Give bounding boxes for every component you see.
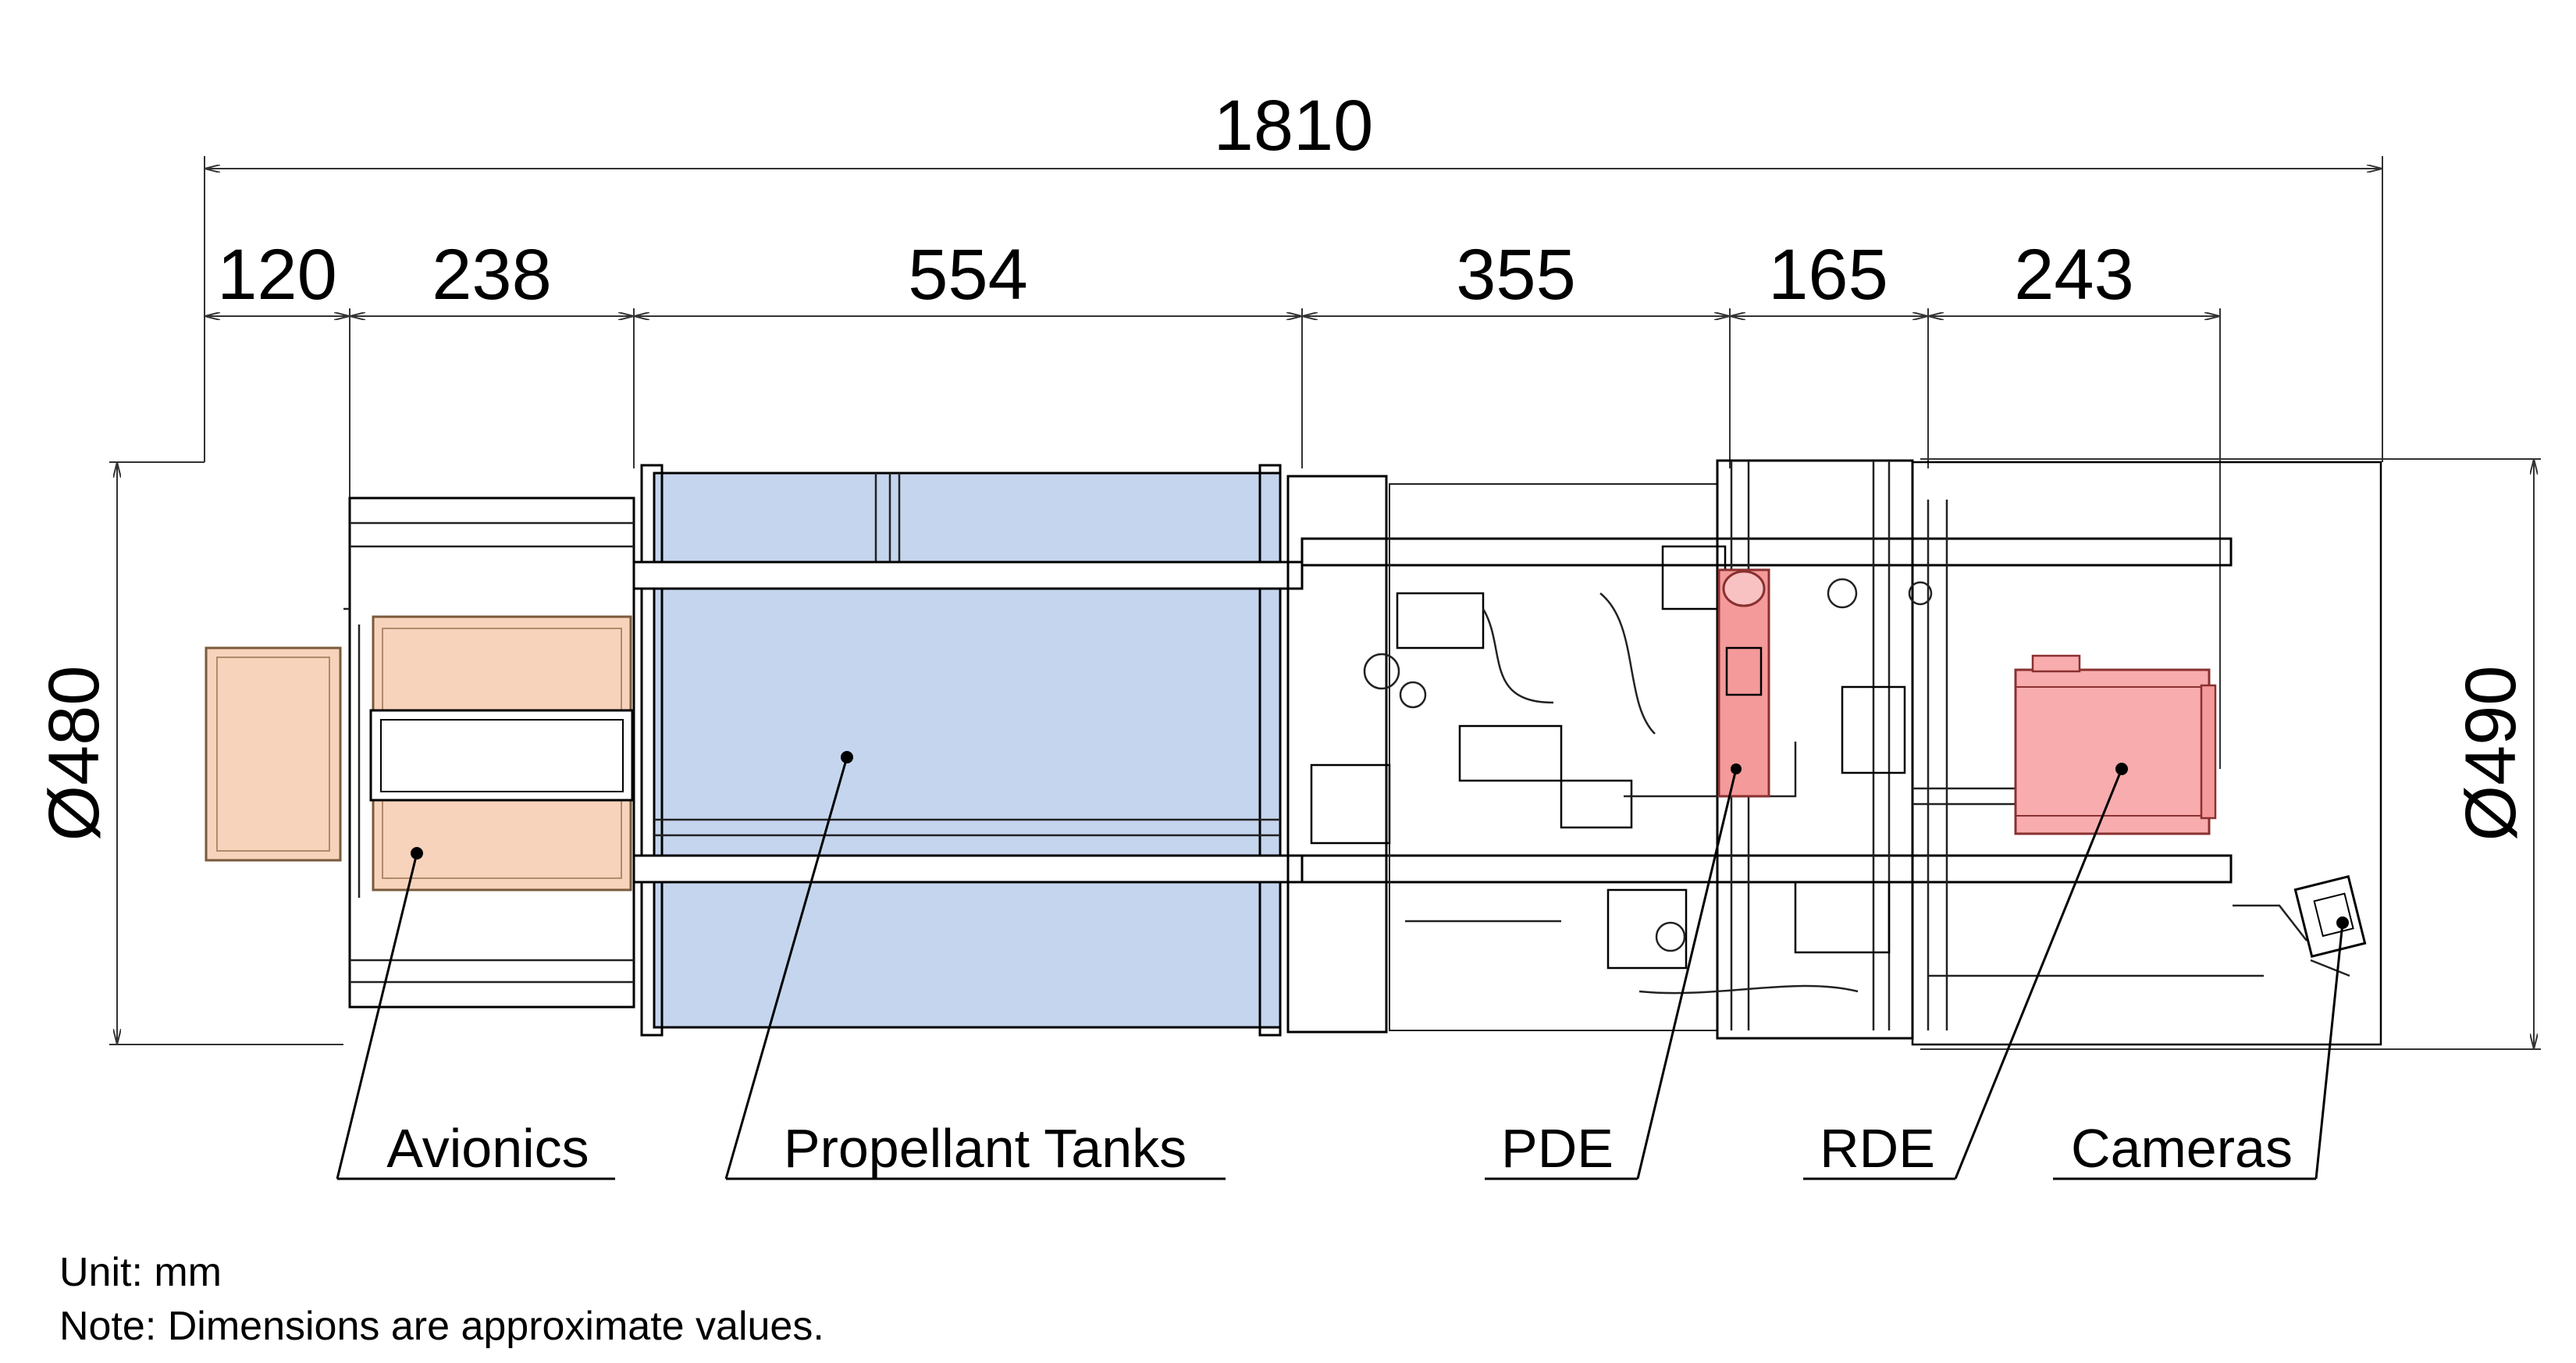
component-labels: Avionics Propellant Tanks PDE RDE Camera… (386, 1118, 2293, 1179)
pde-section (1717, 568, 1770, 798)
diameter-right-label: Ø490 (2451, 665, 2531, 841)
label-avionics: Avionics (386, 1118, 589, 1179)
rde-fill (2014, 668, 2211, 835)
diameter-left-label: Ø480 (34, 665, 114, 841)
segment-dim-label: 165 (1768, 235, 1888, 315)
overall-length-label: 1810 (1214, 86, 1374, 165)
leader-lines (336, 756, 2344, 1180)
segment-dim-label: 554 (908, 235, 1028, 315)
propellant-tanks-section (632, 464, 1304, 1037)
rde-section (2014, 654, 2217, 835)
approx-note: Note: Dimensions are approximate values. (59, 1304, 824, 1349)
notes: Unit: mm Note: Dimensions are approximat… (59, 1250, 824, 1349)
propellant-tank-fill (653, 472, 1282, 1029)
segment-dim-label: 243 (2014, 235, 2134, 315)
label-pde: PDE (1501, 1118, 1614, 1179)
cameras-section (2293, 875, 2367, 977)
engine-plumbing-section (1286, 459, 2382, 1046)
extension-lines (109, 156, 2541, 1050)
avionics-box-small (205, 646, 342, 862)
segment-dim-label: 355 (1456, 235, 1576, 315)
overall-dimension: 1810 (205, 86, 2382, 169)
label-propellant-tanks: Propellant Tanks (784, 1118, 1187, 1179)
label-cameras: Cameras (2071, 1118, 2293, 1179)
diameter-dimensions: Ø480 Ø490 (34, 459, 2534, 1049)
avionics-section (205, 496, 635, 1009)
unit-note: Unit: mm (59, 1250, 222, 1295)
segment-dimensions: 120 238 554 355 165 243 (205, 235, 2220, 316)
label-rde: RDE (1820, 1118, 1935, 1179)
segment-dim-label: 120 (217, 235, 337, 315)
segment-dim-label: 238 (432, 235, 552, 315)
avionics-frame (348, 496, 635, 1009)
